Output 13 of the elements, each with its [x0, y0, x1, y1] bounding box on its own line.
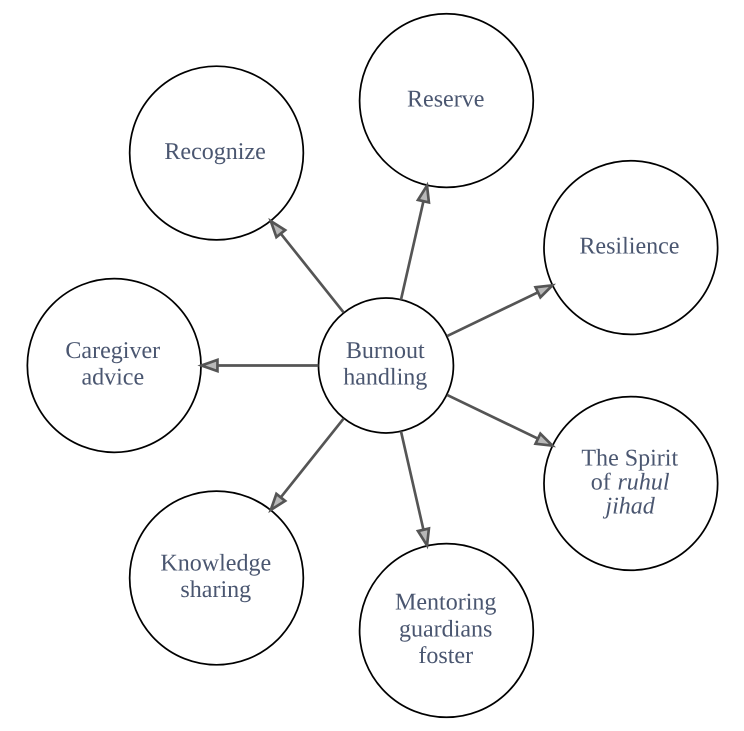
- arrow: [399, 182, 430, 300]
- arrow: [399, 431, 430, 550]
- arrow: [446, 394, 556, 448]
- arrow: [196, 358, 318, 373]
- node-circle: Mentoring guardians foster: [358, 542, 534, 718]
- node-circle: Burnout handling: [317, 297, 454, 434]
- node-circle: Reserve: [358, 12, 534, 188]
- node-circle: Caregiver advice: [26, 278, 202, 454]
- node-circle: The Spirit of ruhul jihad: [542, 396, 718, 572]
- arrow: [268, 418, 344, 514]
- arrow: [446, 284, 556, 338]
- arrow: [268, 218, 344, 314]
- node-circle: Resilience: [542, 160, 718, 336]
